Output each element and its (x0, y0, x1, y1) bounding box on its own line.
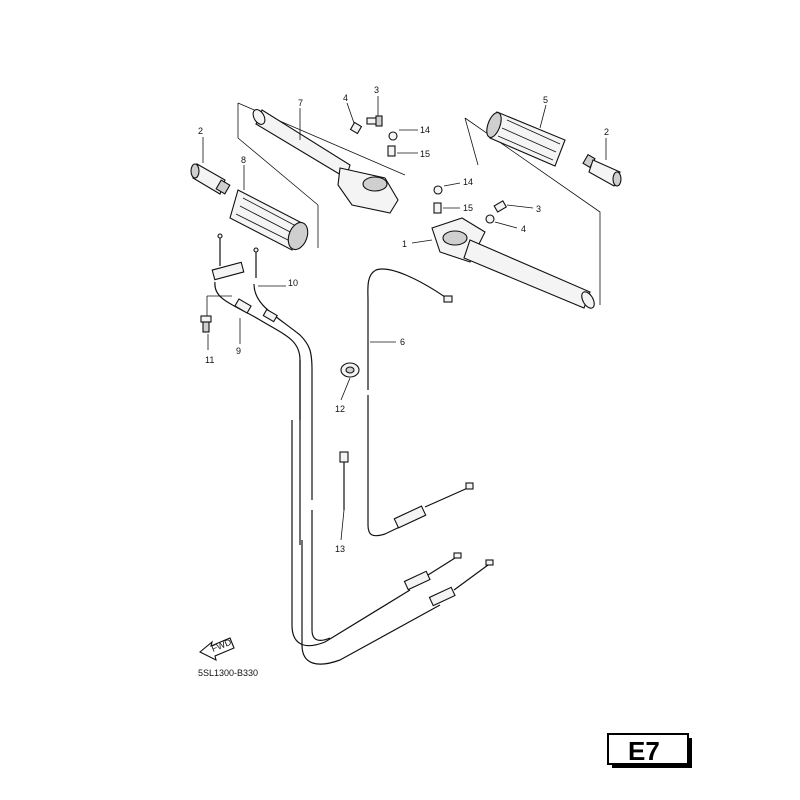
left-bar-end-weight[interactable] (190, 137, 231, 195)
callout-6: 6 (400, 337, 405, 347)
callout-8: 8 (241, 155, 246, 165)
callout-15b: 15 (463, 203, 473, 213)
callout-5: 5 (543, 95, 548, 105)
drawing-reference: 5SL1300-B330 (198, 668, 258, 678)
forward-arrow-icon: FWD (199, 637, 235, 662)
callout-4b: 4 (521, 224, 526, 234)
callout-11: 11 (205, 355, 214, 365)
callout-14a: 14 (420, 125, 430, 135)
throttle-cables[interactable] (206, 233, 313, 545)
callout-7: 7 (298, 98, 303, 108)
callout-12: 12 (335, 404, 345, 414)
right-hardware[interactable] (433, 182, 534, 229)
left-hardware[interactable] (346, 96, 418, 157)
callout-3b: 3 (536, 204, 541, 214)
callout-3a: 3 (374, 85, 379, 95)
callout-10: 10 (288, 278, 298, 288)
callout-14b: 14 (463, 177, 473, 187)
right-handlebar[interactable] (411, 217, 597, 310)
callout-2a: 2 (198, 126, 203, 136)
callout-labels: 1 2 2 3 3 4 4 5 6 7 8 9 10 11 12 13 14 1… (198, 85, 609, 554)
clutch-cable[interactable] (367, 268, 474, 537)
left-grip[interactable] (229, 165, 311, 252)
callout-4a: 4 (343, 93, 348, 103)
right-bar-end-weight[interactable] (582, 138, 622, 187)
bolt-11[interactable] (200, 315, 212, 350)
left-handlebar[interactable] (251, 108, 399, 214)
callout-13: 13 (335, 544, 345, 554)
callout-2b: 2 (604, 127, 609, 137)
callout-15a: 15 (420, 149, 430, 159)
cable-tie[interactable] (339, 451, 349, 541)
throttle-cable-lower (291, 360, 494, 665)
cable-clamp[interactable] (340, 362, 360, 401)
callout-9: 9 (236, 346, 241, 356)
page-code: E7 (628, 736, 660, 766)
right-grip[interactable] (484, 104, 566, 167)
page-code-box: E7 (607, 733, 692, 768)
right-group-outline (464, 117, 601, 305)
callout-1: 1 (402, 239, 407, 249)
